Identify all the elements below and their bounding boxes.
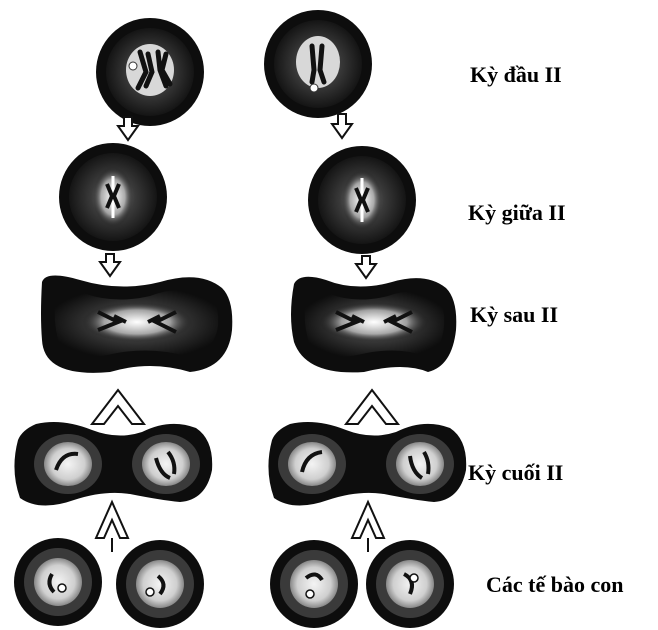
arrow-left-3 [89,388,147,425]
label-metaphase-ii: Kỳ giữa II [468,200,566,225]
arrow-left-2 [98,253,122,278]
telophase-cell-right [268,422,467,506]
label-prophase-ii: Kỳ đầu II [470,62,562,87]
arrow-right-4 [350,499,386,552]
label-daughter-cells: Các tế bào con [486,572,624,597]
arrow-right-1 [330,113,354,140]
daughter-cell-right-1 [270,540,358,628]
daughter-cell-right-2 [366,540,454,628]
anaphase-cell-left [41,275,233,373]
daughter-cell-left-1 [14,538,102,626]
arrow-left-1 [116,116,140,142]
arrow-right-2 [354,255,378,280]
label-anaphase-ii: Kỳ sau II [470,302,559,327]
daughter-cell-left-2 [116,540,204,628]
telophase-cell-left [14,422,213,506]
arrow-left-4 [94,499,130,552]
prophase-cell-right [264,10,372,118]
metaphase-cell-left [59,143,167,251]
arrow-right-3 [343,388,401,425]
anaphase-cell-right [291,276,457,373]
prophase-cell-left [96,18,204,126]
metaphase-cell-right [308,146,416,254]
label-telophase-ii: Kỳ cuối II [468,460,564,485]
